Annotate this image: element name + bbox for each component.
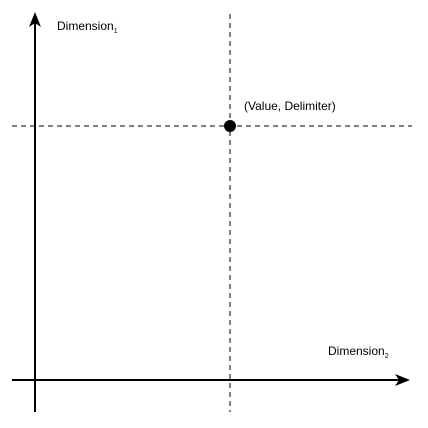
point-label: (Value, Delimiter) xyxy=(244,99,336,113)
x-axis-label: Dimension2 xyxy=(328,344,389,360)
y-axis-label-subscript: 1 xyxy=(114,28,118,35)
y-axis-label: Dimension1 xyxy=(57,19,118,35)
y-axis-label-base: Dimension xyxy=(57,19,114,33)
x-axis-label-base: Dimension xyxy=(328,344,385,358)
x-axis-label-subscript: 2 xyxy=(385,353,389,360)
data-point xyxy=(224,120,236,132)
y-axis-arrowhead xyxy=(29,12,41,27)
x-axis-arrowhead xyxy=(395,374,410,386)
